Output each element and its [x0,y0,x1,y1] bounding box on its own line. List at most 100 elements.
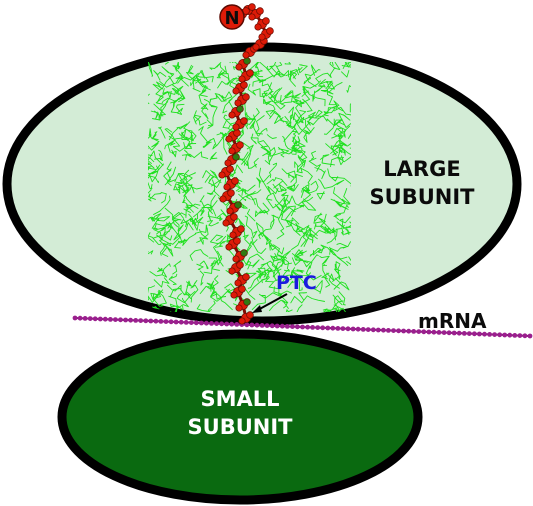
mrna-bead [507,332,513,338]
peptide-residue [222,219,230,227]
mrna-bead [406,328,412,334]
mrna-beads [72,315,533,339]
mrna-bead [87,316,93,321]
peptide-residue [233,129,241,137]
mrna-bead [193,320,199,326]
mrna-bead [497,332,503,338]
mrna-bead [441,330,447,335]
mrna-bead [209,321,214,326]
mrna-bead [178,319,184,325]
peptide-residue [229,231,237,239]
mesh-strands [148,62,351,312]
peptide-residue [218,171,226,179]
mrna-bead [264,323,270,328]
n-terminus-label: N [224,8,239,29]
peptide-residue [236,105,244,113]
peptide-residue [228,111,236,119]
mrna-bead [340,326,346,331]
ptc-arrow [255,293,288,312]
peptide-residue [231,177,239,185]
peptide-residue [223,183,231,191]
mrna-bead [300,324,305,330]
mrna-bead [234,322,240,327]
peptide-residue [225,135,233,143]
mrna-bead [416,329,422,334]
peptide-residue [242,273,250,281]
mrna-bead [158,319,164,324]
peptide-residue [224,159,232,167]
mrna-bead [527,333,533,339]
mrna-bead [290,324,295,329]
mrna-bead [411,329,417,334]
mrna-bead [345,326,351,332]
mrna-bead [477,331,482,337]
mrna-bead [284,324,290,329]
mrna-bead [133,318,139,323]
mrna-bead [77,315,83,321]
mrna-bead [92,316,98,322]
peptide-residue [240,117,248,125]
mrna-bead [431,329,437,335]
peptide-residue [246,311,254,319]
mrna-bead [279,323,285,329]
mrna-bead [461,331,467,336]
peptide-residue [234,99,242,107]
mrna-bead [315,325,321,330]
mrna-bead [335,326,341,331]
mrna-bead [310,325,315,330]
mrna-bead [295,324,300,330]
mrna-bead [512,333,518,338]
ptc-label: PTC [276,272,317,294]
peptide-residue [254,23,262,31]
peptide-residue [238,75,246,83]
mrna-bead [224,321,230,327]
mrna-bead [214,321,220,326]
mrna-bead [401,328,406,334]
peptide-residue [240,249,248,257]
mrna-bead [396,328,401,334]
peptide-residue [262,17,270,25]
peptide-residue [248,3,256,11]
mrna-bead [199,320,204,326]
mrna-bead [168,319,174,325]
n-terminus-bead [219,4,245,30]
mrna-bead [102,316,108,322]
peptide-residue [258,33,266,41]
mrna-bead [163,319,169,324]
small-subunit-label-line1: SMALL [200,387,279,411]
peptide-residue [232,87,240,95]
mrna-bead [360,327,366,332]
mrna-bead [249,322,255,328]
mrna-bead [173,319,179,325]
peptide-residue [228,147,236,155]
mrna-label: mRNA [418,309,487,333]
mrna-bead [522,333,528,339]
large-subunit-label-line2: SUBUNIT [370,185,476,209]
mrna-bead [426,329,432,335]
peptide-residue [266,27,274,35]
mrna-bead [128,317,134,323]
ptc-arrow-head [252,305,262,313]
mrna-bead [108,317,113,322]
mrna-bead [365,327,371,332]
mrna-bead [153,318,159,324]
mrna-bead [350,326,356,332]
mrna-bead [355,326,361,332]
mrna-bead [229,321,235,327]
peptide-residue [235,304,243,312]
mrna-bead [219,321,225,327]
mrna-bead [118,317,123,323]
peptide-residue [238,317,246,325]
peptide-residue [240,81,248,89]
peptide-residue [235,63,243,71]
mrna-bead [72,315,78,321]
mrna-bead [482,331,487,337]
mrna-bead [113,317,118,322]
mrna-bead [148,318,154,324]
peptide-residue [242,51,250,59]
mrna-bead [330,325,336,331]
mrna-bead [82,316,88,321]
mrna-bead [436,330,442,335]
mrna-bead [386,328,391,333]
